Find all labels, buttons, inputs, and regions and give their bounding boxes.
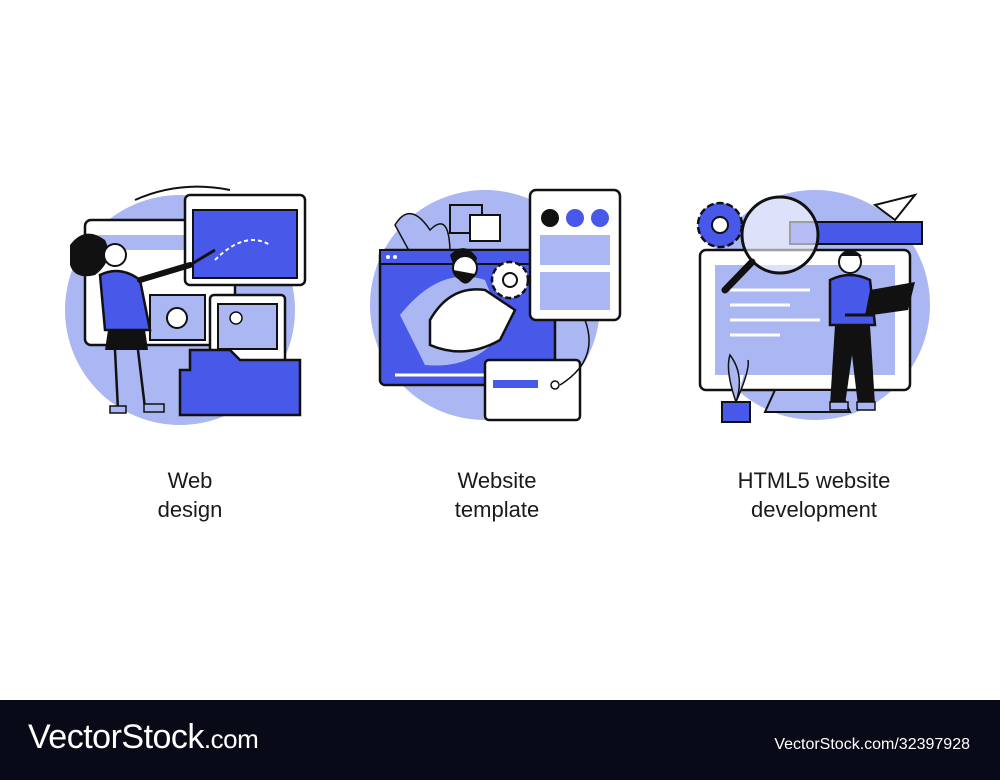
brand-name: VectorStock: [28, 718, 204, 756]
website-template-illustration: [355, 170, 655, 440]
html5-development-illustration: [670, 170, 970, 440]
caption-line: development: [751, 497, 877, 522]
website-template-caption: Website template: [337, 466, 657, 524]
web-design-caption: Web design: [30, 466, 350, 524]
caption-line: design: [157, 497, 223, 522]
caption-line: Web: [167, 468, 213, 493]
vectorstock-logo: VectorStock.com: [28, 718, 259, 757]
caption-line: HTML5 website: [737, 468, 891, 493]
caption-line: Website: [457, 468, 537, 493]
website-template-icon: [370, 188, 622, 422]
web-design-illustration: [40, 170, 340, 440]
image-id: VectorStock.com/32397928: [774, 736, 970, 753]
watermark-footer: VectorStock.com VectorStock.com/32397928: [0, 700, 1000, 780]
html5-development-icon: [696, 190, 930, 423]
caption-line: template: [454, 497, 540, 522]
web-design-icon: [65, 185, 307, 425]
brand-tld: .com: [203, 724, 259, 754]
html5-development-caption: HTML5 website development: [654, 466, 974, 524]
